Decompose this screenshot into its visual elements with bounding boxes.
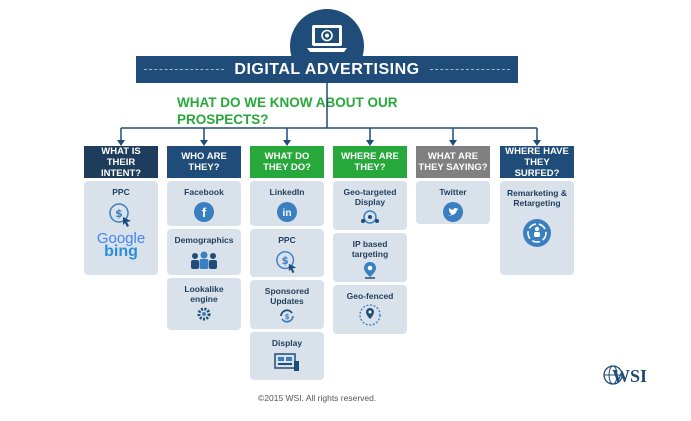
card-label: Sponsored Updates [264,286,310,306]
gear-icon [170,306,238,322]
svg-text:$: $ [282,256,289,267]
twitter-icon [419,202,487,222]
column-heading: WHAT ARE THEY SAYING? [416,146,490,178]
column-where: WHERE ARE THEY? Geo-targeted Display IP … [333,146,407,334]
wsi-globe-icon [603,365,623,390]
connector-lines [117,83,541,146]
display-icon [253,353,321,373]
card-linkedin: LinkedIn in [250,181,324,226]
people-icon [170,250,238,270]
card-ppc: PPC $ [250,229,324,277]
card-label: IP based targeting [351,239,389,259]
google-logo: Google [96,230,146,247]
card-label: Lookalike engine [184,284,224,304]
card-twitter: Twitter [416,181,490,224]
card-label: Display [271,338,303,348]
linkedin-icon: in [253,202,321,222]
card-label: PPC [112,187,130,197]
card-label: LinkedIn [269,187,305,197]
card-label: Remarketing & Retargeting [507,188,567,208]
ppc-cursor-icon: $ [87,202,155,228]
card-label: Geo-targeted Display [343,187,397,207]
column-heading: WHAT DO THEY DO? [250,146,324,178]
geo-target-icon [336,209,404,225]
copyright-text: ©2015 WSI. All rights reserved. [258,393,377,403]
card-label: Geo-fenced [346,291,394,301]
refresh-icon: $ [253,308,321,324]
ppc-cursor-icon: $ [253,250,321,274]
svg-text:$: $ [115,207,123,220]
card-lookalike: Lookalike engine [167,278,241,330]
card-geo-targeted: Geo-targeted Display [333,181,407,230]
column-do: WHAT DO THEY DO? LinkedIn in PPC $ Spons… [250,146,324,380]
column-heading: WHERE HAVE THEY SURFED? [500,146,574,179]
column-heading: WHAT IS THEIR INTENT? [84,146,158,179]
card-demographics: Demographics [167,229,241,275]
column-surfed: WHERE HAVE THEY SURFED? Remarketing & Re… [500,146,574,275]
column-intent: WHAT IS THEIR INTENT? PPC $ Google bing [84,146,158,275]
diagram-subtitle: WHAT DO WE KNOW ABOUT OUR PROSPECTS? [177,95,398,127]
card-sponsored-updates: Sponsored Updates $ [250,280,324,329]
title-banner: DIGITAL ADVERTISING [136,56,518,83]
cycle-icon [503,218,571,248]
bing-logo: bing [104,243,138,260]
card-label: Demographics [174,235,234,245]
svg-text:f: f [202,205,207,220]
card-ppc: PPC $ Google bing [84,181,158,275]
geo-fence-icon [336,304,404,326]
card-facebook: Facebook f [167,181,241,226]
card-ip-targeting: IP based targeting [333,233,407,282]
card-label: Facebook [184,187,224,197]
location-pin-icon [336,261,404,279]
card-label: Twitter [439,187,467,197]
wsi-logo-text: WSI [612,366,648,386]
card-label: PPC [278,235,296,245]
column-who: WHO ARE THEY? Facebook f Demographics Lo… [167,146,241,330]
svg-text:$: $ [285,313,290,321]
card-remarketing: Remarketing & Retargeting [500,181,574,275]
facebook-icon: f [170,202,238,222]
svg-text:in: in [283,208,292,219]
card-display: Display [250,332,324,380]
column-heading: WHERE ARE THEY? [333,146,407,178]
column-heading: WHO ARE THEY? [167,146,241,178]
laptop-icon [303,22,351,58]
diagram-title: DIGITAL ADVERTISING [234,60,420,78]
column-saying: WHAT ARE THEY SAYING? Twitter [416,146,490,224]
card-geo-fenced: Geo-fenced [333,285,407,334]
